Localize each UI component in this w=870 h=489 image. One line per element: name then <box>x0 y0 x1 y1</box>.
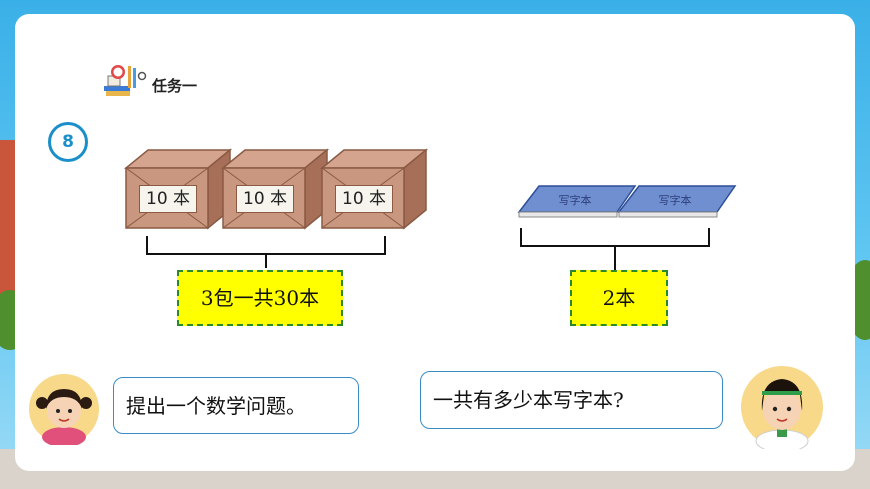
box-label: 10 本 <box>139 185 198 213</box>
task-label: 任务一 <box>152 77 198 95</box>
box-label: 10 本 <box>335 185 394 213</box>
left-total-tag: 3包一共30本 <box>177 270 343 326</box>
svg-text:写字本: 写字本 <box>559 193 592 207</box>
speech-bubble-left: 提出一个数学问题。 <box>113 377 359 434</box>
left-brace <box>146 236 386 268</box>
box-label: 10 本 <box>236 185 295 213</box>
right-brace <box>520 228 710 270</box>
exercise-book: 写字本 <box>617 185 737 218</box>
problem-number-badge: 8 <box>48 122 88 162</box>
svg-text:写字本: 写字本 <box>659 193 692 207</box>
exercise-book: 写字本 <box>517 185 637 218</box>
girl-avatar <box>741 366 823 449</box>
stationery-icon <box>104 65 147 96</box>
speech-bubble-right: 一共有多少本写字本? <box>420 371 723 429</box>
right-total-tag: 2本 <box>570 270 668 326</box>
girl-avatar <box>29 374 99 445</box>
